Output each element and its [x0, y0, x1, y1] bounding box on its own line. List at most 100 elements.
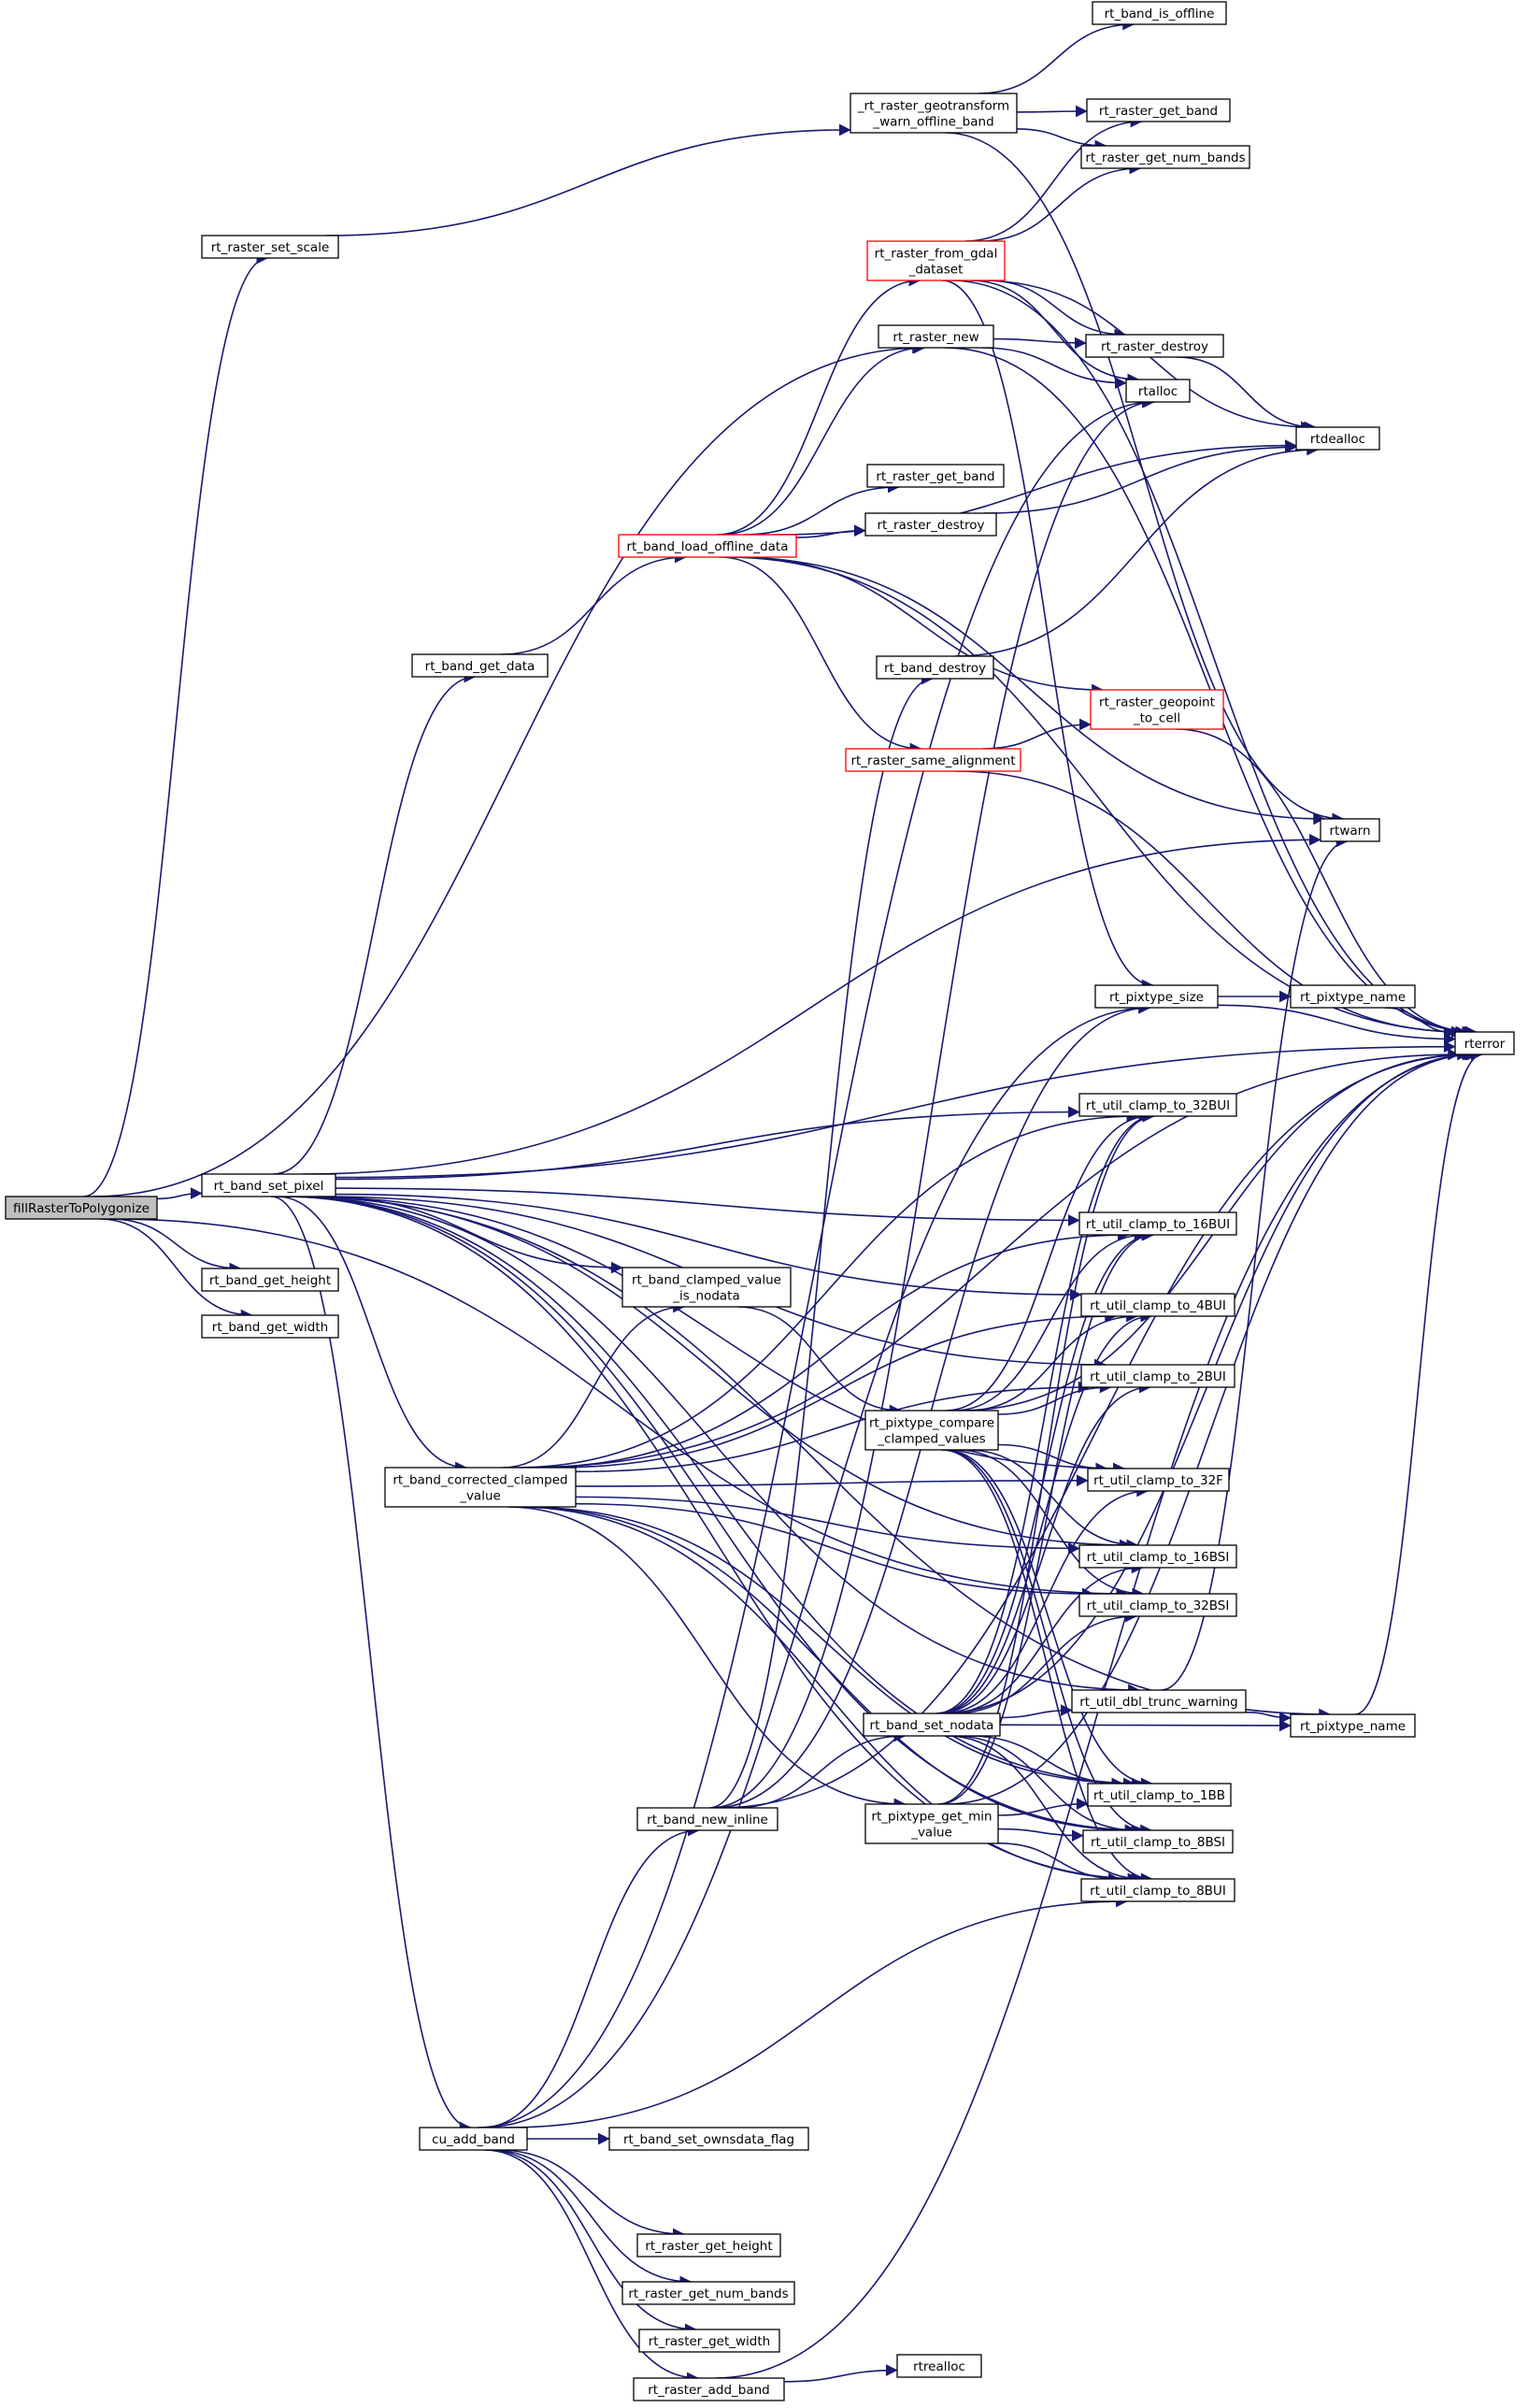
- node-label: rt_raster_new: [893, 330, 978, 345]
- node-label: _value: [910, 1826, 952, 1841]
- call-edge-rt_raster_geopoint_to_cell-to-rterror: [1176, 728, 1475, 1039]
- function-node-rt_raster_get_height[interactable]: rt_raster_get_height: [636, 2233, 781, 2258]
- node-box: [1454, 1031, 1515, 1055]
- function-node-rt_util_clamp_to_16BUI[interactable]: rt_util_clamp_to_16BUI: [1078, 1211, 1237, 1236]
- function-node-rt_raster_new[interactable]: rt_raster_new: [878, 324, 994, 349]
- function-node-rt_util_clamp_to_8BUI[interactable]: rt_util_clamp_to_8BUI: [1080, 1878, 1235, 1902]
- call-edge-rt_pixtype_name_2-to-rterror: [1354, 1048, 1483, 1715]
- function-node-rtwarn[interactable]: rtwarn: [1320, 818, 1380, 842]
- function-node-rt_band_get_height[interactable]: rt_band_get_height: [201, 1268, 339, 1292]
- function-node-rt_band_set_ownsdata_flag[interactable]: rt_band_set_ownsdata_flag: [608, 2127, 809, 2151]
- function-node-fillRasterToPolygonize[interactable]: fillRasterToPolygonize: [5, 1196, 158, 1220]
- node-box: [201, 235, 339, 259]
- function-node-rt_band_get_width[interactable]: rt_band_get_width: [201, 1314, 339, 1339]
- function-node-rt_raster_get_num_bands[interactable]: rt_raster_get_num_bands: [1080, 145, 1250, 169]
- function-node-rt_band_load_offline_data[interactable]: rt_band_load_offline_data: [618, 534, 797, 558]
- function-node-rt_pixtype_size[interactable]: rt_pixtype_size: [1094, 984, 1219, 1009]
- function-node-rt_band_set_pixel[interactable]: rt_band_set_pixel: [201, 1173, 336, 1197]
- node-label: rt_raster_from_gdal: [875, 247, 998, 262]
- function-node-rt_raster_geopoint_to_cell[interactable]: rt_raster_geopoint_to_cell: [1090, 689, 1224, 730]
- node-box: [633, 2377, 785, 2401]
- node-label: rterror: [1464, 1037, 1506, 1052]
- function-node-rt_raster_same_alignment[interactable]: rt_raster_same_alignment: [845, 748, 1021, 772]
- function-node-rt_util_clamp_to_2BUI[interactable]: rt_util_clamp_to_2BUI: [1080, 1364, 1235, 1388]
- call-edge-rt_raster_same_alignment-to-rt_raster_geopoint_to_cell: [982, 718, 1092, 750]
- function-node-rt_util_clamp_to_32BUI[interactable]: rt_util_clamp_to_32BUI: [1078, 1093, 1237, 1117]
- function-node-rt_raster_set_scale[interactable]: rt_raster_set_scale: [201, 235, 339, 259]
- function-node-rt_band_destroy[interactable]: rt_band_destroy: [876, 655, 994, 680]
- function-node-rt_util_clamp_to_32BSI[interactable]: rt_util_clamp_to_32BSI: [1078, 1593, 1237, 1617]
- node-box: [896, 2354, 982, 2378]
- function-node-rt_util_clamp_to_16BSI[interactable]: rt_util_clamp_to_16BSI: [1078, 1544, 1237, 1569]
- function-node-rt_pixtype_name_2[interactable]: rt_pixtype_name: [1290, 1713, 1416, 1738]
- function-node-rt_raster_add_band[interactable]: rt_raster_add_band: [633, 2377, 785, 2401]
- call-edge-rt_band_set_nodata-to-rt_util_clamp_to_8BUI: [947, 1735, 1144, 1885]
- call-edge-rt_raster_from_gdal_dataset-to-rt_raster_get_band: [964, 115, 1143, 242]
- node-label: rt_raster_get_num_bands: [1085, 150, 1245, 165]
- node-box: [638, 2329, 780, 2353]
- node-box: [608, 2127, 809, 2151]
- call-edge-rt_band_set_pixel-to-rt_util_clamp_to_16BUI: [335, 1187, 1080, 1226]
- node-box: [618, 534, 797, 558]
- function-node-rterror[interactable]: rterror: [1454, 1031, 1515, 1055]
- call-edge-rt_pixtype_get_min_value-to-rt_util_clamp_to_8BUI: [997, 1842, 1121, 1885]
- node-label: rt_band_load_offline_data: [627, 539, 789, 554]
- call-edge-rt_band_set_nodata-to-rt_util_clamp_to_2BUI: [938, 1381, 1151, 1714]
- function-node-rt_util_dbl_trunc_warning[interactable]: rt_util_dbl_trunc_warning: [1071, 1689, 1247, 1713]
- node-box: [876, 655, 994, 680]
- function-node-rtalloc[interactable]: rtalloc: [1125, 379, 1191, 403]
- function-node-rt_raster_destroy_2[interactable]: rt_raster_destroy: [864, 512, 997, 537]
- node-box: [621, 2281, 795, 2305]
- function-node-cu_add_band[interactable]: cu_add_band: [419, 2127, 528, 2151]
- function-node-rt_util_clamp_to_4BUI[interactable]: rt_util_clamp_to_4BUI: [1080, 1293, 1235, 1317]
- function-node-rtdealloc[interactable]: rtdealloc: [1295, 426, 1380, 451]
- function-node-rt_band_new_inline[interactable]: rt_band_new_inline: [636, 1807, 778, 1831]
- call-edge-rt_raster_same_alignment-to-rterror: [954, 770, 1464, 1039]
- node-label: cu_add_band: [432, 2132, 515, 2147]
- node-label: rt_util_clamp_to_16BUI: [1086, 1217, 1230, 1232]
- call-edge-rt_util_dbl_trunc_warning-to-rt_pixtype_name_2: [1245, 1711, 1292, 1725]
- call-edge-rt_pixtype_compare_clamped_values-to-rt_util_clamp_to_32F: [997, 1443, 1108, 1475]
- call-edge-rt_pixtype_get_min_value-to-rt_util_clamp_to_16BUI: [938, 1228, 1155, 1805]
- function-node-rt_band_is_offline[interactable]: rt_band_is_offline: [1092, 1, 1227, 25]
- node-label: rt_util_clamp_to_16BSI: [1087, 1550, 1230, 1565]
- function-node-rt_raster_get_band[interactable]: rt_raster_get_band: [1086, 98, 1231, 122]
- function-node-rt_band_corrected_clamped_value[interactable]: rt_band_corrected_clamped_value: [384, 1467, 577, 1508]
- node-box: [845, 748, 1021, 772]
- call-edge-rt_band_get_data-to-rt_band_load_offline_data: [501, 551, 687, 655]
- call-edge-rt_band_set_nodata-to-rt_util_clamp_to_16BSI: [947, 1561, 1144, 1714]
- function-node-_rt_raster_geotransform_warn_offline_band[interactable]: _rt_raster_geotransform_warn_offline_ban…: [850, 93, 1018, 134]
- node-label: rt_util_clamp_to_32BSI: [1087, 1598, 1230, 1613]
- call-edge-rt_band_corrected_clamped_value-to-rt_util_clamp_to_8BSI: [518, 1506, 1137, 1837]
- function-node-rt_raster_from_gdal_dataset[interactable]: rt_raster_from_gdal_dataset: [866, 240, 1006, 281]
- function-node-rt_raster_destroy[interactable]: rt_raster_destroy: [1085, 334, 1224, 358]
- function-node-rtrealloc[interactable]: rtrealloc: [896, 2354, 982, 2378]
- call-edge-rt_band_set_pixel-to-rt_util_clamp_to_4BUI: [335, 1193, 1082, 1301]
- node-label: rt_util_clamp_to_32F: [1093, 1473, 1223, 1488]
- call-edge-rt_band_set_nodata-to-rt_util_clamp_to_4BUI: [937, 1310, 1153, 1714]
- call-edge-fillRasterToPolygonize-to-rt_band_get_height: [110, 1218, 242, 1275]
- function-node-rt_util_clamp_to_32F[interactable]: rt_util_clamp_to_32F: [1087, 1468, 1230, 1492]
- call-edge-rt_band_corrected_clamped_value-to-rt_util_clamp_to_16BUI: [530, 1228, 1130, 1469]
- function-node-rt_raster_get_width[interactable]: rt_raster_get_width: [638, 2329, 780, 2353]
- function-node-rt_raster_get_num_bands_2[interactable]: rt_raster_get_num_bands: [621, 2281, 795, 2305]
- call-edge-rt_band_set_nodata-to-rt_util_clamp_to_32BSI: [952, 1610, 1137, 1714]
- function-node-rt_band_clamped_value_is_nodata[interactable]: rt_band_clamped_value_is_nodata: [621, 1267, 792, 1308]
- function-node-rt_util_clamp_to_8BSI[interactable]: rt_util_clamp_to_8BSI: [1082, 1829, 1234, 1854]
- node-box: [1078, 1093, 1237, 1117]
- function-node-rt_pixtype_get_min_value[interactable]: rt_pixtype_get_min_value: [864, 1803, 999, 1844]
- function-node-rt_pixtype_name[interactable]: rt_pixtype_name: [1290, 984, 1416, 1009]
- function-node-rt_util_clamp_to_1BB[interactable]: rt_util_clamp_to_1BB: [1087, 1783, 1232, 1807]
- function-node-rt_pixtype_compare_clamped_values[interactable]: rt_pixtype_compare_clamped_values: [864, 1410, 999, 1451]
- call-edge-rt_pixtype_get_min_value-to-rt_util_clamp_to_8BSI: [997, 1828, 1084, 1842]
- call-edge-rt_band_set_pixel-to-cu_add_band: [271, 1196, 472, 2134]
- call-edge-_rt_raster_geotransform_warn_offline_band-to-rtwarn: [945, 132, 1345, 825]
- function-node-rt_raster_get_band_2[interactable]: rt_raster_get_band: [866, 464, 1005, 488]
- call-edge-cu_add_band-to-rt_util_clamp_to_8BUI: [504, 1895, 1128, 2128]
- node-box: [850, 93, 1018, 134]
- call-edge-rt_band_set_nodata-to-rt_pixtype_name_2: [999, 1719, 1292, 1732]
- function-node-rt_band_get_data[interactable]: rt_band_get_data: [411, 653, 549, 678]
- function-node-rt_band_set_nodata[interactable]: rt_band_set_nodata: [863, 1713, 1001, 1737]
- call-edge-rt_band_set_nodata-to-rt_util_clamp_to_1BB: [967, 1735, 1124, 1790]
- node-box: [863, 1713, 1001, 1737]
